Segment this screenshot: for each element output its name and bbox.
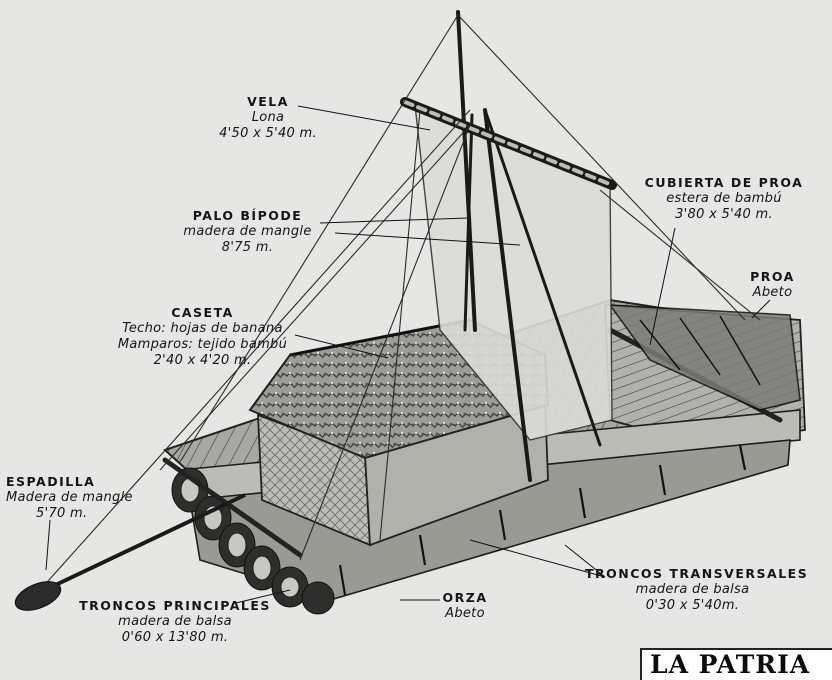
label-troncos-principales: TRONCOS PRINCIPALES madera de balsa 0'60…	[79, 598, 271, 645]
label-palo-bipode: PALO BÍPODE madera de mangle 8'75 m.	[183, 208, 312, 255]
rigging	[39, 14, 761, 591]
leader-lines	[45, 105, 771, 604]
label-caseta: CASETA Techo: hojas de banana Mamparos: …	[117, 305, 288, 368]
yard	[400, 97, 617, 190]
label-troncos-transversales: TRONCOS TRANSVERSALES madera de balsa 0'…	[585, 566, 809, 613]
logo-text: LA PATRIA	[650, 650, 811, 679]
label-proa: PROA Abeto	[750, 269, 795, 300]
label-cubierta-de-proa: CUBIERTA DE PROA estera de bambú 3'80 x …	[644, 175, 804, 222]
label-espadilla: ESPADILLA Madera de mangle 5'70 m.	[6, 474, 133, 521]
label-vela: VELA Lona 4'50 x 5'40 m.	[219, 94, 317, 141]
steering-oar	[14, 493, 246, 611]
la-patria-logo: LA PATRIA	[640, 648, 832, 680]
label-orza: ORZA Abeto	[442, 590, 488, 621]
bow-crate	[608, 304, 801, 411]
mast	[456, 10, 602, 482]
